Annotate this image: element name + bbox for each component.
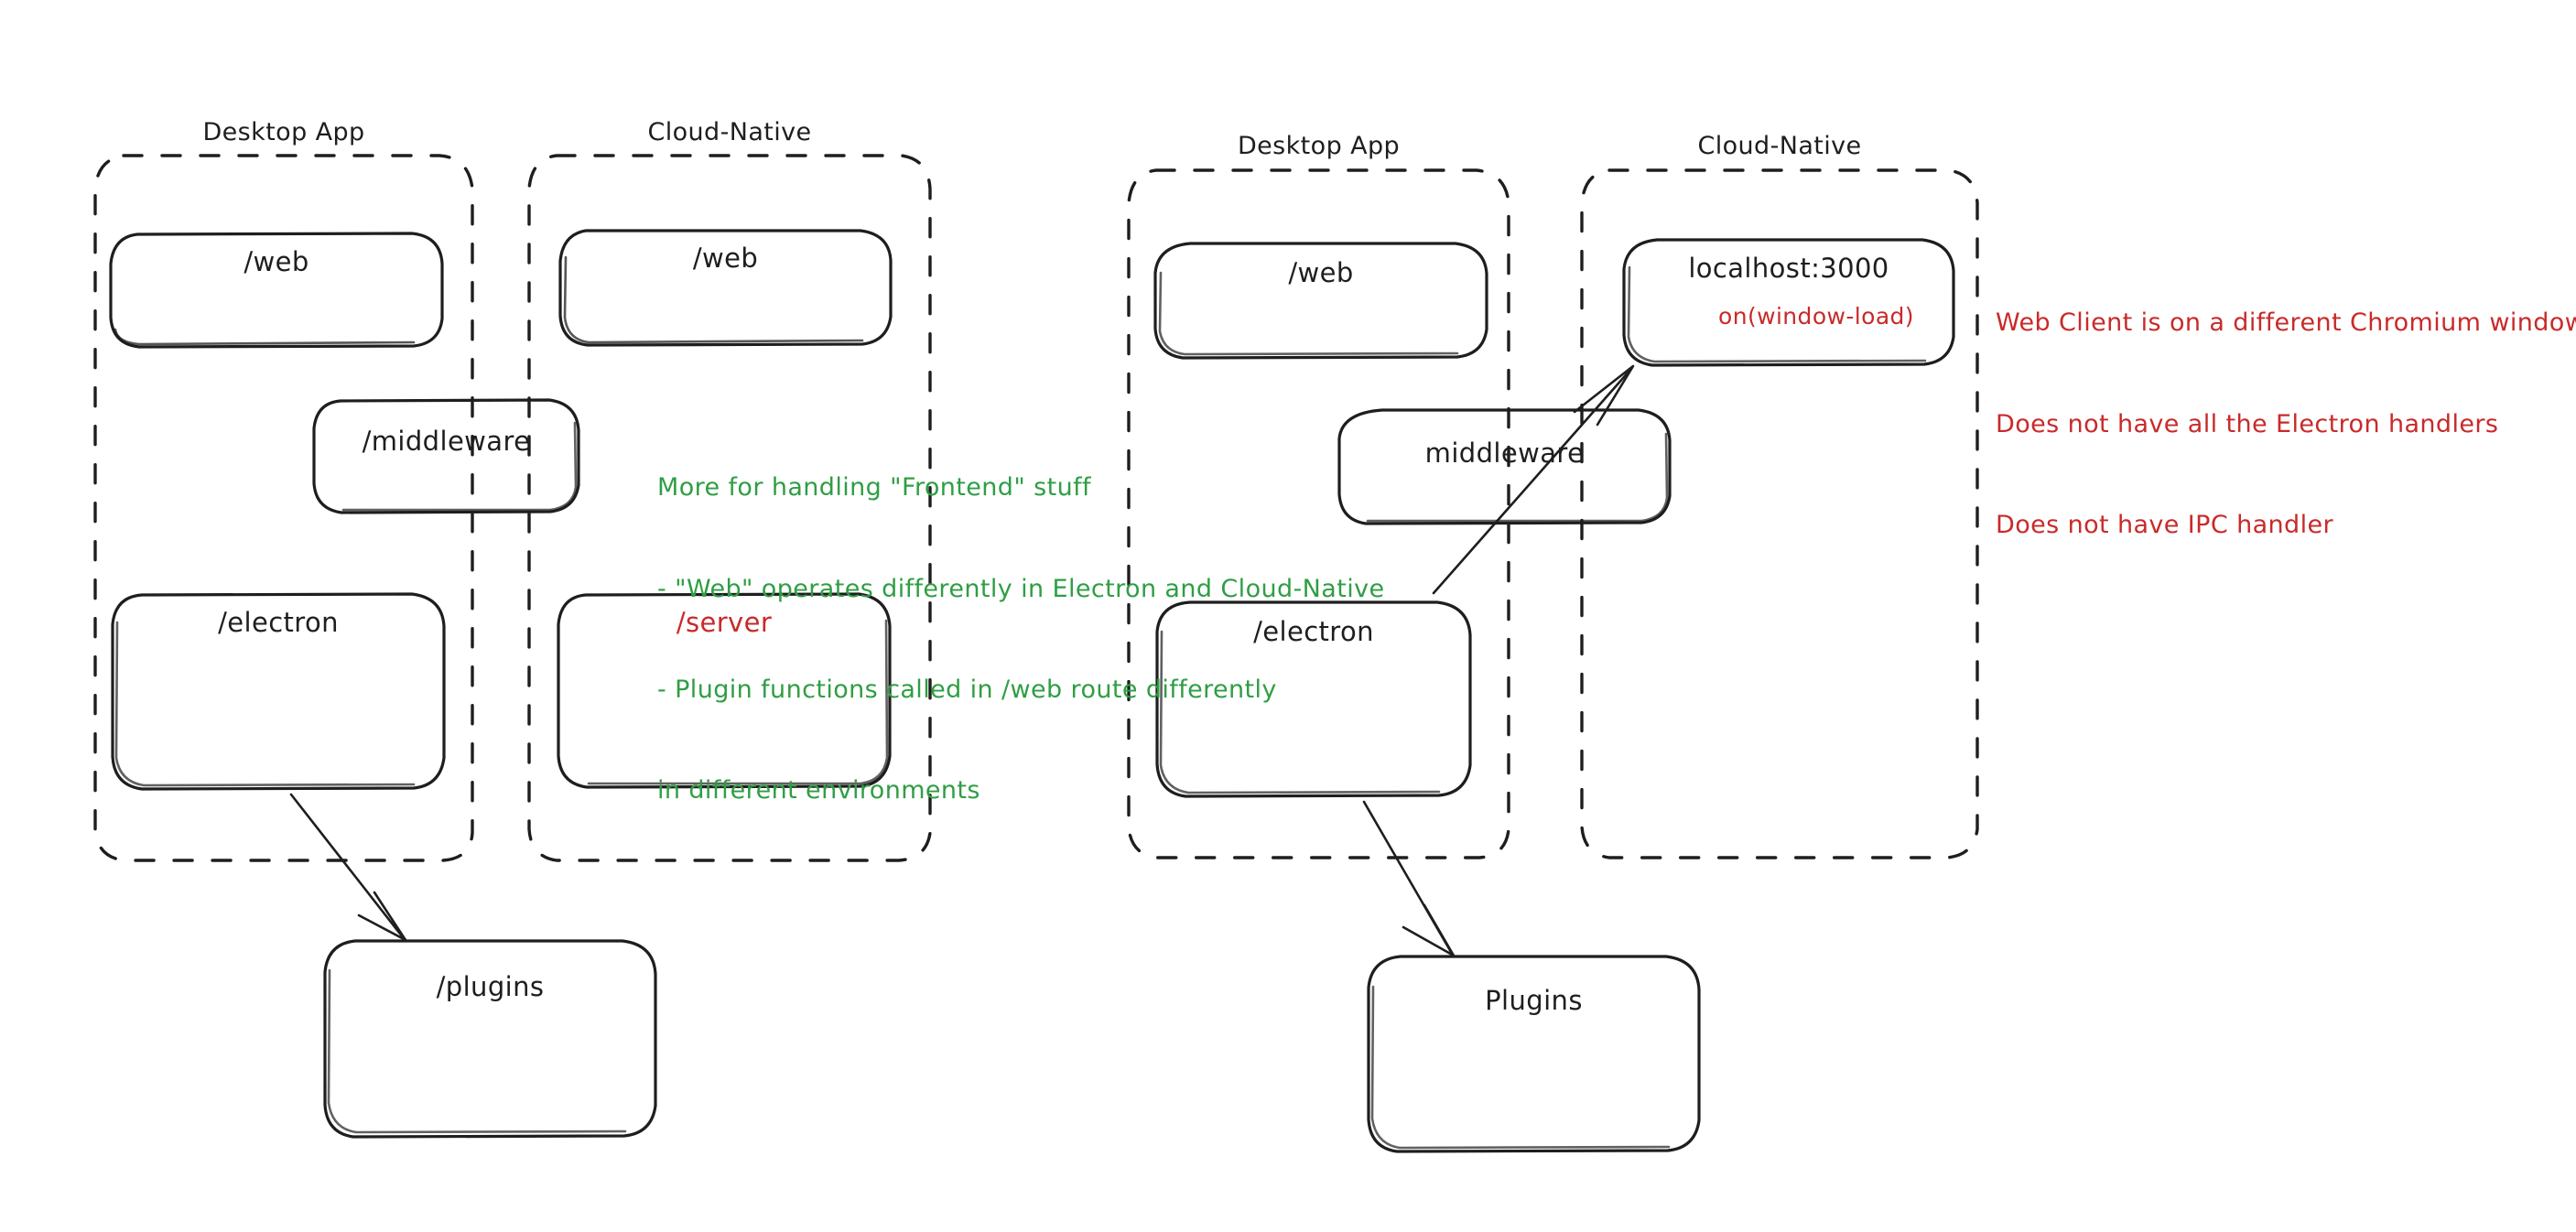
edge-right-electron-to-localhost-head [1573, 364, 1635, 427]
annotation-green-line-1: More for handling "Frontend" stuff [657, 473, 1091, 503]
node-outline-left-desktop-web [109, 232, 444, 349]
node-label-right-plugins: Plugins [1485, 985, 1583, 1016]
group-outline-left-desktop [93, 154, 474, 862]
node-outline-right-localhost [1622, 238, 1955, 367]
annotation-red-line-1: Web Client is on a different Chromium wi… [1996, 308, 2576, 338]
annotation-green-line-2: - "Web" operates differently in Electron… [657, 574, 1385, 603]
node-outline-right-middleware-2 [1366, 432, 1669, 523]
node-outline-left-server-2 [587, 619, 889, 785]
node-outline-right-electron [1155, 600, 1472, 798]
node-outline-left-electron [111, 592, 446, 791]
node-label-left-cloud-web: /web [692, 243, 759, 274]
annotation-red-note: Web Client is on a different Chromium wi… [1996, 240, 2576, 610]
node-sublabel-right-localhost: on(window-load) [1718, 303, 1914, 330]
node-outline-left-desktop-web-2 [114, 328, 416, 346]
node-outline-right-desktop-web-2 [1158, 271, 1459, 356]
edge-right-electron-to-localhost [1432, 368, 1632, 595]
node-label-right-electron: /electron [1253, 616, 1374, 647]
node-outline-left-electron-2 [114, 621, 416, 787]
group-outline-right-desktop [1127, 168, 1510, 859]
edge-left-electron-to-plugins [289, 793, 405, 939]
group-title-left-cloud: Cloud-Native [647, 118, 812, 146]
group-title-right-cloud: Cloud-Native [1697, 132, 1862, 160]
group-outline-right-cloud [1580, 168, 1979, 859]
node-outline-right-electron-2 [1159, 630, 1441, 794]
node-outline-left-plugins [323, 939, 657, 1139]
node-outline-right-middleware [1337, 408, 1672, 525]
group-outline-left-cloud [527, 154, 932, 862]
node-outline-left-middleware [312, 398, 580, 514]
node-outline-right-plugins [1367, 955, 1701, 1153]
node-outline-right-localhost-2 [1627, 265, 1927, 363]
group-title-right-desktop: Desktop App [1237, 132, 1401, 160]
edge-left-electron-to-plugins-head [357, 891, 407, 942]
node-label-left-electron: /electron [218, 607, 339, 638]
node-outline-left-plugins-2 [327, 968, 627, 1134]
annotation-green-line-4: in different environments [657, 775, 980, 805]
node-label-right-middleware: middleware [1424, 438, 1585, 469]
node-label-right-localhost: localhost:3000 [1688, 253, 1889, 284]
node-outline-right-desktop-web [1153, 242, 1488, 360]
node-outline-left-middleware-2 [341, 421, 578, 512]
edge-right-electron-to-plugins-head [1402, 903, 1456, 957]
node-label-left-plugins: /plugins [436, 971, 545, 1002]
node-outline-left-cloud-web-2 [563, 255, 864, 344]
node-outline-right-plugins-2 [1370, 985, 1671, 1150]
annotation-green-line-3: - Plugin functions called in /web route … [657, 675, 1277, 704]
node-outline-left-server [557, 592, 892, 789]
node-label-left-server: /server [676, 607, 773, 638]
node-outline-left-cloud-web [558, 229, 893, 347]
annotation-red-line-3: Does not have IPC handler [1996, 510, 2334, 539]
node-label-left-desktop-web: /web [244, 246, 309, 277]
group-title-left-desktop: Desktop App [202, 118, 365, 146]
annotation-green-note: More for handling "Frontend" stuff - "We… [657, 405, 1385, 875]
node-label-right-desktop-web: /web [1288, 257, 1354, 288]
node-label-left-middleware: /middleware [362, 426, 531, 457]
annotation-red-line-2: Does not have all the Electron handlers [1996, 409, 2499, 438]
